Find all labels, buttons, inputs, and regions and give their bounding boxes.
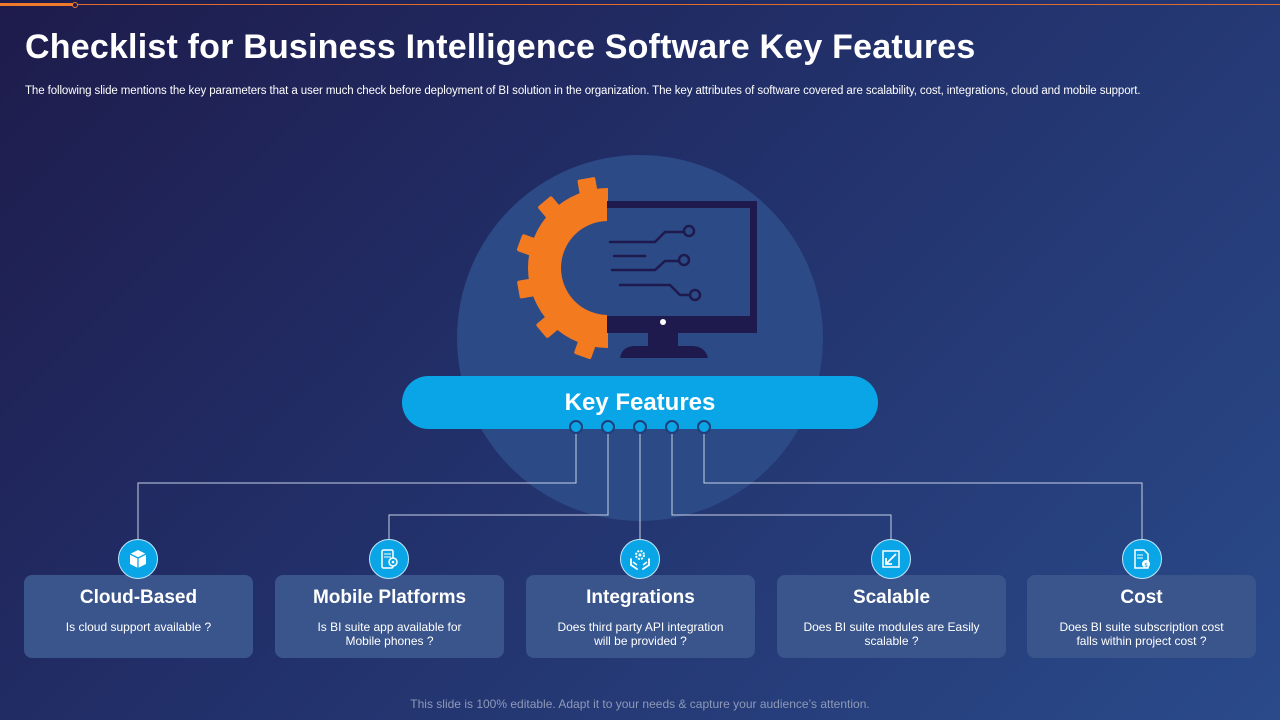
mobile-settings-icon bbox=[369, 539, 409, 579]
feature-card-mobile-platforms: Mobile Platforms Is BI suite app availab… bbox=[275, 575, 504, 658]
footer-note: This slide is 100% editable. Adapt it to… bbox=[410, 697, 870, 711]
feature-desc: Does BI suite subscription cost falls wi… bbox=[1059, 620, 1224, 648]
feature-desc: Does third party API integration will be… bbox=[557, 620, 724, 648]
connector-lines bbox=[137, 433, 1143, 540]
feature-desc: Is cloud support available ? bbox=[65, 620, 212, 634]
page-subtitle: The following slide mentions the key par… bbox=[25, 85, 1141, 97]
top-accent-line bbox=[0, 4, 1280, 5]
scale-arrows-icon bbox=[871, 539, 911, 579]
feature-title: Integrations bbox=[586, 587, 695, 608]
gear-hands-icon bbox=[620, 539, 660, 579]
top-accent-dot bbox=[72, 2, 78, 8]
feature-card-integrations: Integrations Does third party API integr… bbox=[526, 575, 755, 658]
svg-text:$: $ bbox=[1144, 562, 1148, 569]
feature-title: Scalable bbox=[852, 587, 931, 608]
feature-title: Cost bbox=[1120, 587, 1163, 608]
top-accent-bar bbox=[0, 3, 74, 6]
feature-card-cost: Cost Does BI suite subscription cost fal… bbox=[1027, 575, 1256, 658]
box-icon bbox=[118, 539, 158, 579]
page-title: Checklist for Business Intelligence Soft… bbox=[25, 28, 976, 66]
key-features-pill: Key Features bbox=[402, 376, 878, 429]
document-dollar-icon: $ bbox=[1122, 539, 1162, 579]
feature-desc: Is BI suite app available for Mobile pho… bbox=[317, 620, 462, 648]
feature-title: Mobile Platforms bbox=[312, 587, 467, 608]
feature-desc: Does BI suite modules are Easily scalabl… bbox=[803, 620, 980, 648]
feature-card-scalable: Scalable Does BI suite modules are Easil… bbox=[777, 575, 1006, 658]
feature-card-cloud-based: Cloud-Based Is cloud support available ? bbox=[24, 575, 253, 658]
feature-title: Cloud-Based bbox=[79, 587, 198, 608]
gear-icon bbox=[516, 177, 608, 360]
monitor-icon bbox=[607, 201, 757, 358]
